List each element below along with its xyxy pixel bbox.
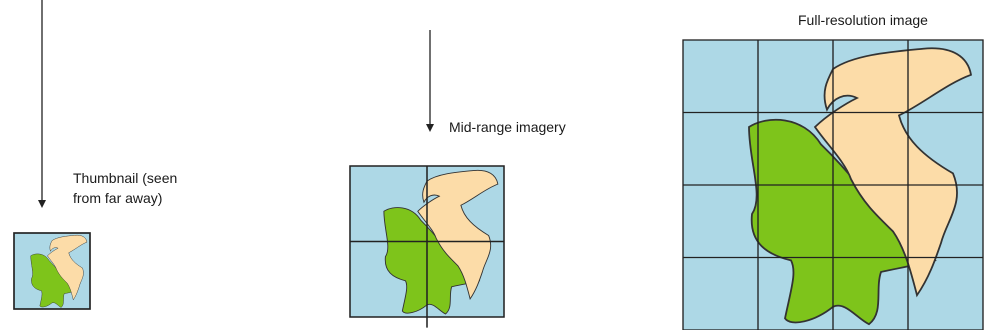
full-resolution-label: Full-resolution image	[798, 12, 928, 28]
thumbnail-border	[13, 232, 91, 310]
full-resolution-grid	[682, 39, 984, 330]
mid-range-grid	[349, 165, 505, 328]
mid-range-tile	[349, 165, 505, 328]
thumbnail-tile	[13, 232, 91, 310]
thumbnail-label-line1: Thumbnail (seen	[73, 170, 177, 186]
thumbnail-label-line2: from far away)	[73, 190, 162, 206]
mid-range-label: Mid-range imagery	[449, 119, 566, 135]
full-resolution-tile	[682, 39, 984, 330]
